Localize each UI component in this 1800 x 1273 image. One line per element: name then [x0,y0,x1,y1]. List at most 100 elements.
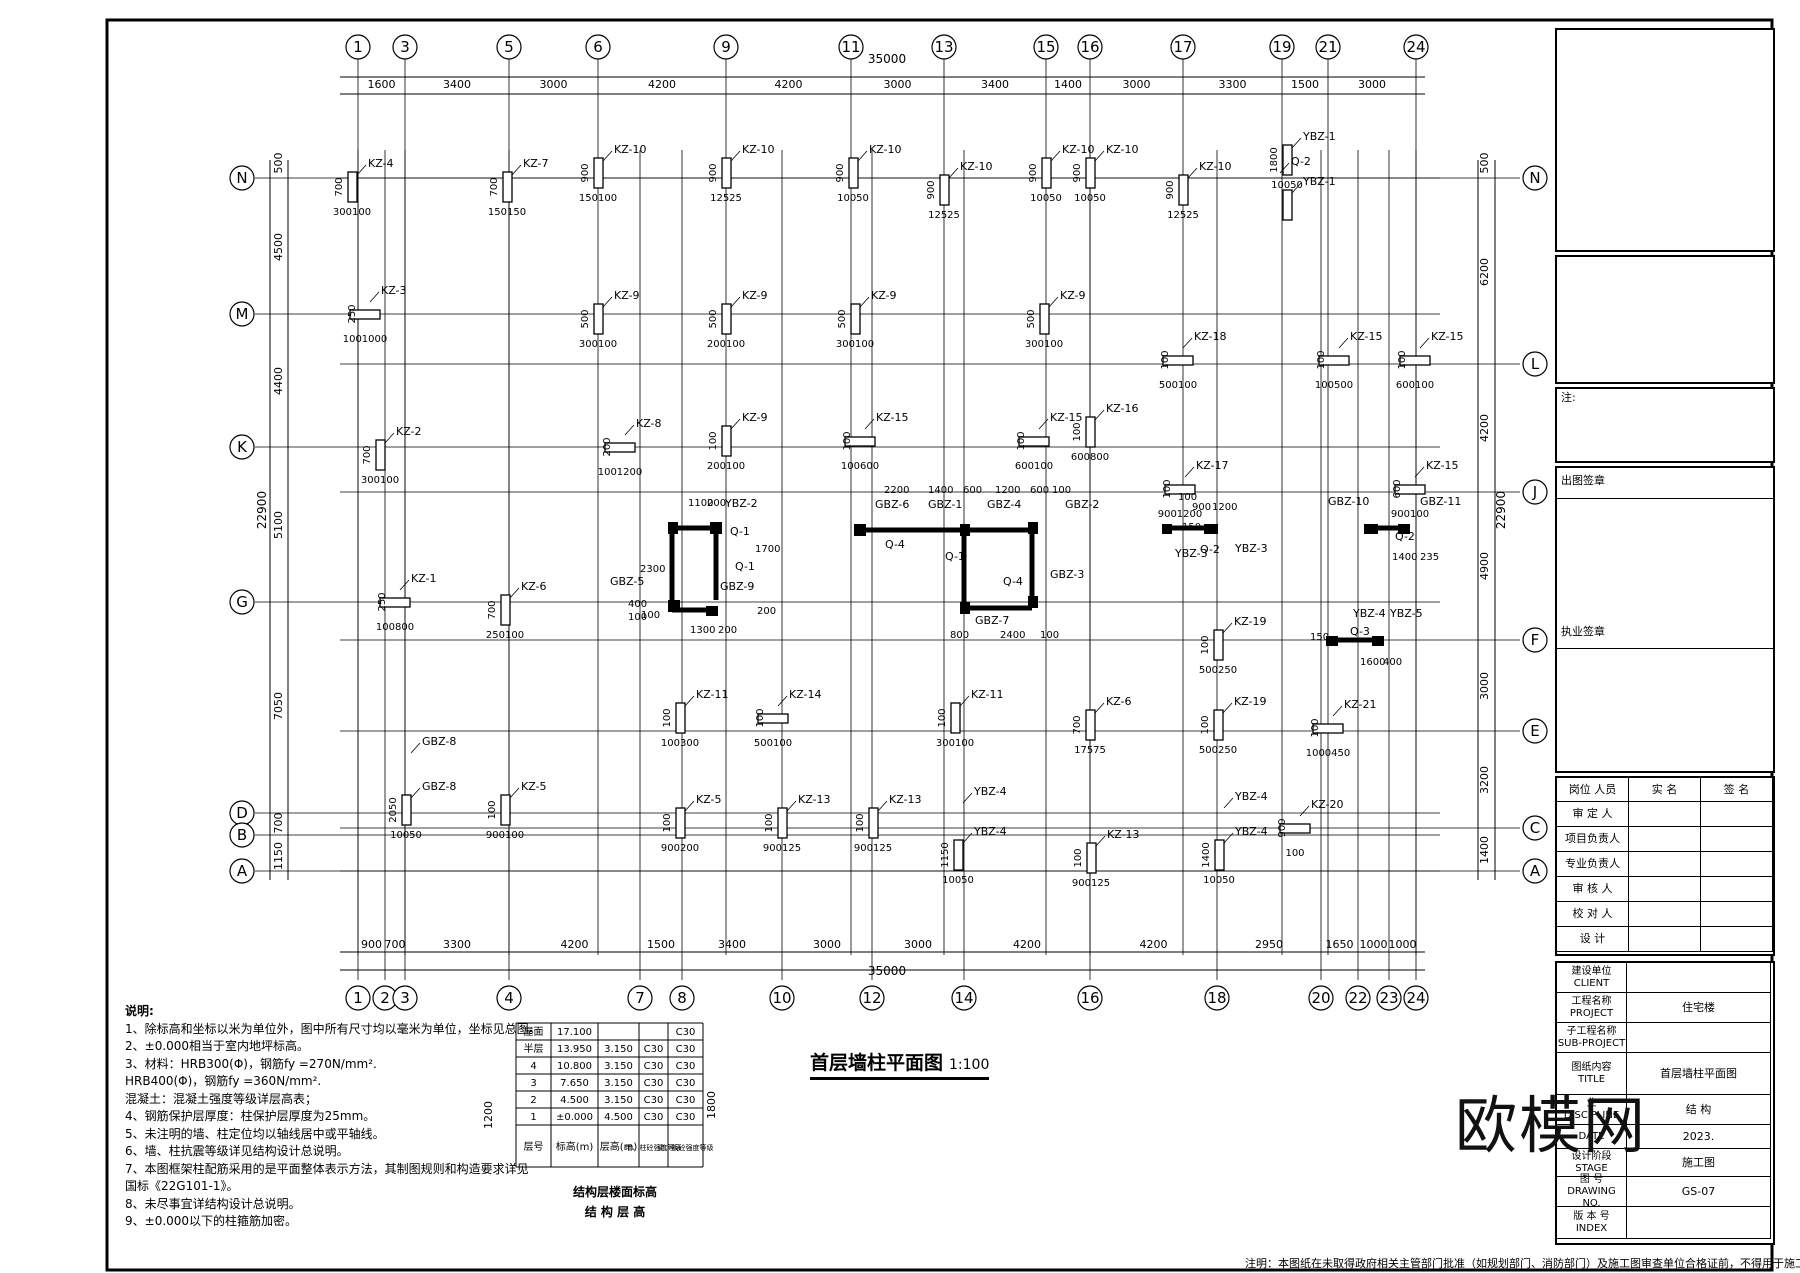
svg-text:900200: 900200 [661,843,699,854]
svg-text:KZ-9: KZ-9 [742,289,768,302]
svg-text:500250: 500250 [1199,745,1237,756]
core-dim: 150 [1182,522,1201,533]
svg-text:KZ-13: KZ-13 [889,793,922,806]
core-label-GBZ-3: GBZ-3 [1050,568,1084,581]
svg-text:A: A [1530,862,1541,880]
svg-text:KZ-10: KZ-10 [1199,160,1232,173]
svg-text:100: 100 [1072,422,1083,441]
core-dim: 200 [707,498,726,509]
core-label-GBZ-7: GBZ-7 [975,614,1009,627]
sig-sign-blank [1701,827,1773,852]
svg-text:YBZ-4: YBZ-4 [973,785,1007,798]
svg-text:14: 14 [954,989,973,1007]
svg-text:10: 10 [772,989,791,1007]
drawing-scale: 1:100 [949,1057,990,1073]
svg-text:KZ-17: KZ-17 [1196,459,1229,472]
svg-text:600100: 600100 [1015,461,1053,472]
grid-bubble-top-6: 6 [585,34,611,60]
grid-bubble-bottom-4: 4 [496,985,522,1011]
level-cell: 2 [530,1095,536,1106]
left-dim: 4500 [272,233,285,261]
sig-name-blank [1629,852,1701,877]
svg-text:KZ-5: KZ-5 [696,793,722,806]
svg-text:1: 1 [353,989,363,1007]
svg-text:C: C [1530,819,1540,837]
svg-text:KZ-20: KZ-20 [1311,798,1344,811]
svg-text:10050: 10050 [1074,193,1106,204]
level-caption-1: 结构层楼面标高 [572,1185,657,1199]
proj-value: 2023. [1627,1125,1771,1149]
svg-text:D: D [236,804,248,822]
note-item: 2、±0.000相当于室内地坪标高。 [125,1039,310,1053]
svg-text:KZ-11: KZ-11 [696,688,729,701]
svg-text:20: 20 [1311,989,1330,1007]
grid-bubble-bottom-18: 18 [1204,985,1230,1011]
grid-bubble-right-J: J [1522,479,1548,505]
sig-role: 校 对 人 [1557,902,1629,927]
sig-name-blank [1629,877,1701,902]
svg-text:KZ-9: KZ-9 [1060,289,1086,302]
proj-label: DATE [1557,1125,1627,1149]
proj-label: 业 DISCIPLINE [1557,1095,1627,1125]
level-cell: 3.150 [604,1044,633,1055]
top-dim: 3400 [981,78,1009,91]
level-cell: C30 [644,1078,664,1089]
level-header: 层高(m) [600,1140,638,1153]
grid-bubble-bottom-23: 23 [1376,985,1402,1011]
top-dim: 3000 [884,78,912,91]
right-dim: 3000 [1478,672,1491,700]
drawing-title: 首层墙柱平面图 1:100 [810,1048,990,1080]
svg-text:KZ-18: KZ-18 [1194,330,1227,343]
grid-bubble-bottom-7: 7 [627,985,653,1011]
svg-text:KZ-13: KZ-13 [1107,828,1140,841]
core-dim: 1600 [1360,657,1385,668]
svg-text:900: 900 [1165,180,1176,199]
note-item: 9、±0.000以下的柱箍筋加密。 [125,1214,298,1228]
level-cell: 3 [530,1078,536,1089]
svg-text:100: 100 [1073,848,1084,867]
svg-text:200: 200 [602,437,613,456]
svg-text:17575: 17575 [1074,745,1106,756]
level-cell: 屋面 [524,1026,544,1038]
drawing-title-text: 首层墙柱平面图 [810,1052,944,1074]
level-caption-2: 结 构 层 高 [584,1205,646,1219]
bottom-dim: 3300 [443,938,471,951]
top-total-dim: 35000 [868,52,906,66]
level-cell: ±0.000 [556,1112,593,1123]
core-label-YBZ-5: YBZ-5 [1389,607,1423,620]
core-label-GBZ-2: GBZ-2 [1065,498,1099,511]
svg-text:KZ-15: KZ-15 [1431,330,1464,343]
bottom-dim: 900 [361,938,382,951]
sig-name-blank [1629,827,1701,852]
svg-text:300100: 300100 [579,339,617,350]
svg-text:M: M [236,305,249,323]
svg-text:100: 100 [1285,848,1304,859]
level-side-dim: 1200 [482,1101,495,1129]
proj-value: GS-07 [1627,1177,1771,1207]
svg-text:8: 8 [677,989,687,1007]
svg-text:YBZ-4: YBZ-4 [973,825,1007,838]
svg-text:100600: 100600 [841,461,879,472]
svg-text:100: 100 [708,431,719,450]
note-box: 注: [1555,387,1775,463]
core-dim: 1400 [928,485,953,496]
sig-header-name: 实 名 [1629,778,1701,802]
stamp-label-2: 执业签章 [1561,625,1605,638]
bottom-dim: 3400 [718,938,746,951]
svg-text:100: 100 [1316,350,1327,369]
sig-role: 审 定 人 [1557,802,1629,827]
level-cell: C30 [676,1061,696,1072]
svg-text:12525: 12525 [928,210,960,221]
